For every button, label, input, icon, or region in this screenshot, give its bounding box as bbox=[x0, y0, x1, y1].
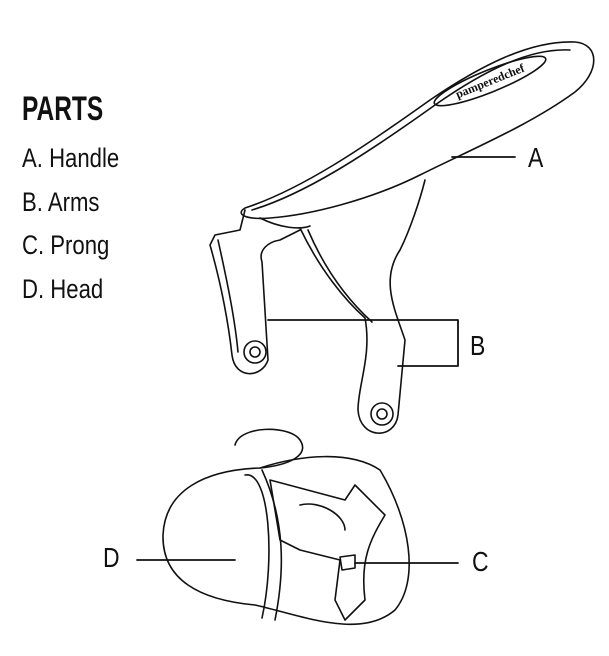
leader-line-b bbox=[267, 319, 459, 367]
callout-d: D bbox=[103, 542, 120, 573]
part-item-head: D. Head bbox=[22, 274, 104, 304]
part-item-arms: B. Arms bbox=[22, 187, 100, 217]
part-item-handle: A. Handle bbox=[22, 143, 120, 173]
arms-drawing bbox=[209, 179, 426, 434]
handle-drawing: pamperedchef bbox=[240, 41, 595, 229]
callout-b: B bbox=[470, 330, 486, 361]
part-item-prong: C. Prong bbox=[22, 230, 110, 260]
callout-a: A bbox=[528, 142, 544, 173]
leader-lines bbox=[136, 156, 516, 564]
parts-title: PARTS bbox=[22, 90, 104, 128]
callout-c: C bbox=[472, 546, 489, 577]
head-drawing bbox=[162, 428, 410, 625]
